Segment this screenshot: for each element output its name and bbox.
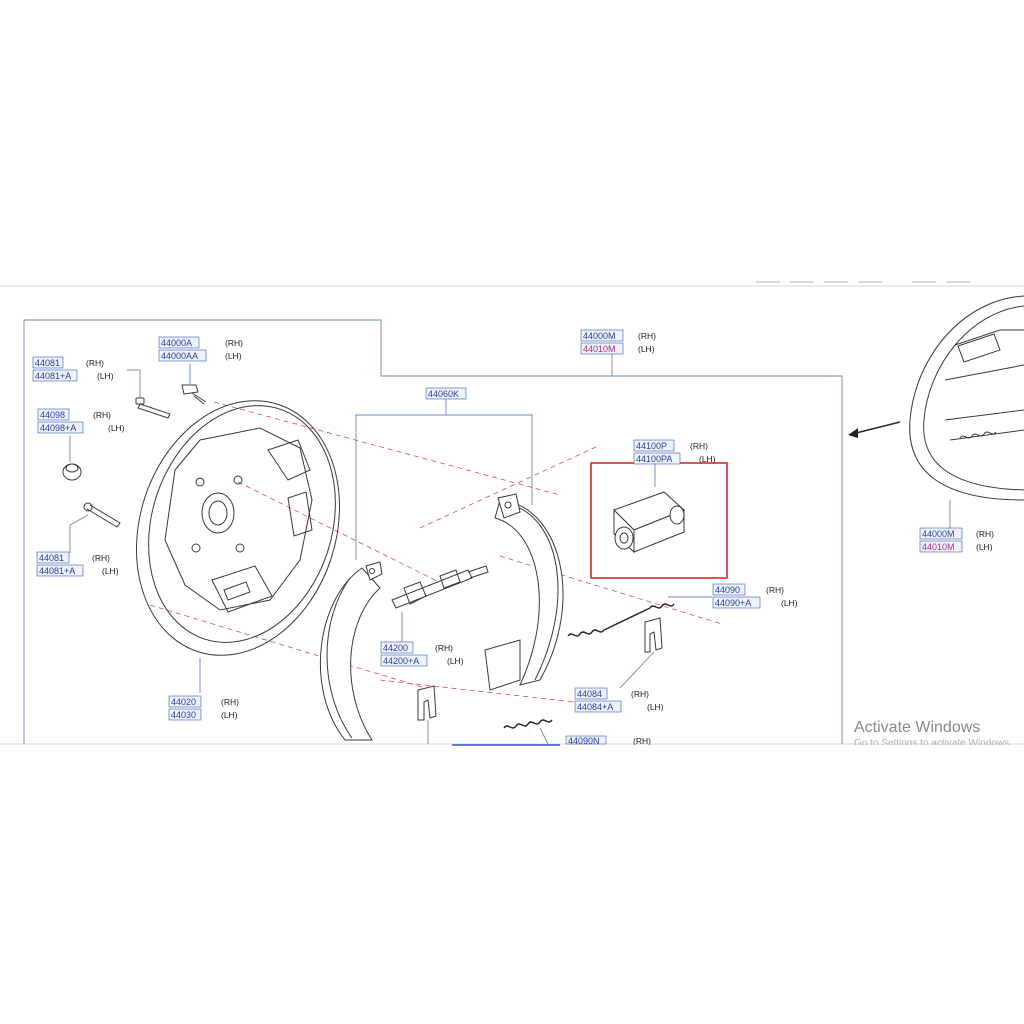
- svg-text:(LH): (LH): [699, 454, 716, 464]
- clip-left: [417, 685, 437, 744]
- backing-plate: [136, 400, 340, 693]
- wheel-cylinder-44100p: [613, 464, 685, 554]
- assembly-frame: [23, 319, 843, 744]
- svg-text:(LH): (LH): [108, 423, 125, 433]
- svg-text:(RH): (RH): [690, 441, 708, 451]
- plug-44098: [62, 436, 82, 481]
- label-44100p[interactable]: 44100P: [636, 441, 667, 451]
- svg-text:(RH): (RH): [86, 358, 104, 368]
- label-44081a[interactable]: 44081+A: [35, 371, 71, 381]
- svg-text:(LH): (LH): [781, 598, 798, 608]
- svg-text:(RH): (RH): [631, 689, 649, 699]
- watermark-title: Activate Windows: [854, 719, 980, 736]
- part-labels: 44081 (RH) 44081+A (LH) 44000A (RH) 4400…: [32, 329, 994, 746]
- svg-text:(LH): (LH): [447, 656, 464, 666]
- adjuster-44200: [391, 565, 489, 642]
- svg-text:(LH): (LH): [97, 371, 114, 381]
- brake-assembly-thumbnail: [909, 295, 1024, 528]
- svg-text:(RH): (RH): [221, 697, 239, 707]
- svg-text:(LH): (LH): [976, 542, 993, 552]
- spring-44090n: [503, 719, 553, 745]
- label-44084[interactable]: 44084: [577, 689, 602, 699]
- activation-watermark: Activate Windows Go to Settings to activ…: [854, 719, 1012, 749]
- label-44060k[interactable]: 44060K: [428, 389, 459, 399]
- label-44000aa[interactable]: 44000AA: [161, 351, 198, 361]
- label-44100pa[interactable]: 44100PA: [636, 454, 672, 464]
- bolt-44081-upper: [127, 369, 171, 419]
- label-44081-lower[interactable]: 44081: [39, 553, 64, 563]
- svg-text:(LH): (LH): [102, 566, 119, 576]
- svg-text:(RH): (RH): [976, 529, 994, 539]
- label-44000m[interactable]: 44000M: [583, 331, 616, 341]
- svg-text:(LH): (LH): [638, 344, 655, 354]
- bolt-44081-lower: [69, 502, 121, 553]
- lower-blank-area: [0, 745, 1024, 1024]
- label-44098[interactable]: 44098: [40, 410, 65, 420]
- label-44098a[interactable]: 44098+A: [40, 423, 76, 433]
- shoe-kit-bracket: [355, 414, 533, 560]
- label-44000a[interactable]: 44000A: [161, 338, 192, 348]
- brake-shoe-left: [319, 561, 383, 741]
- label-44010m[interactable]: 44010M: [583, 344, 616, 354]
- watermark-subtitle: Go to Settings to activate Windows.: [854, 738, 1012, 749]
- svg-text:(RH): (RH): [435, 643, 453, 653]
- svg-text:(LH): (LH): [647, 702, 664, 712]
- svg-text:(LH): (LH): [221, 710, 238, 720]
- label-44000m-thumb[interactable]: 44000M: [922, 529, 955, 539]
- label-44081[interactable]: 44081: [35, 358, 60, 368]
- svg-text:(RH): (RH): [92, 553, 110, 563]
- bolt-44000a: [181, 364, 207, 405]
- arrow-icon: [848, 421, 901, 438]
- svg-text:(LH): (LH): [225, 351, 242, 361]
- svg-text:(RH): (RH): [93, 410, 111, 420]
- label-44090n[interactable]: 44090N: [568, 736, 600, 746]
- label-44200a[interactable]: 44200+A: [383, 656, 419, 666]
- svg-text:(RH): (RH): [766, 585, 784, 595]
- spring-44090: [567, 596, 712, 637]
- label-44030[interactable]: 44030: [171, 710, 196, 720]
- svg-text:(RH): (RH): [225, 338, 243, 348]
- label-44090a[interactable]: 44090+A: [715, 598, 751, 608]
- label-44081a-lower[interactable]: 44081+A: [39, 566, 75, 576]
- label-44010m-thumb[interactable]: 44010M: [922, 542, 955, 552]
- label-44020[interactable]: 44020: [171, 697, 196, 707]
- label-44084a[interactable]: 44084+A: [577, 702, 613, 712]
- clip-44084: [619, 617, 663, 689]
- svg-text:(RH): (RH): [638, 331, 656, 341]
- svg-text:(RH): (RH): [633, 736, 651, 746]
- label-44200[interactable]: 44200: [383, 643, 408, 653]
- label-44090[interactable]: 44090: [715, 585, 740, 595]
- brake-shoe-right: [484, 493, 564, 691]
